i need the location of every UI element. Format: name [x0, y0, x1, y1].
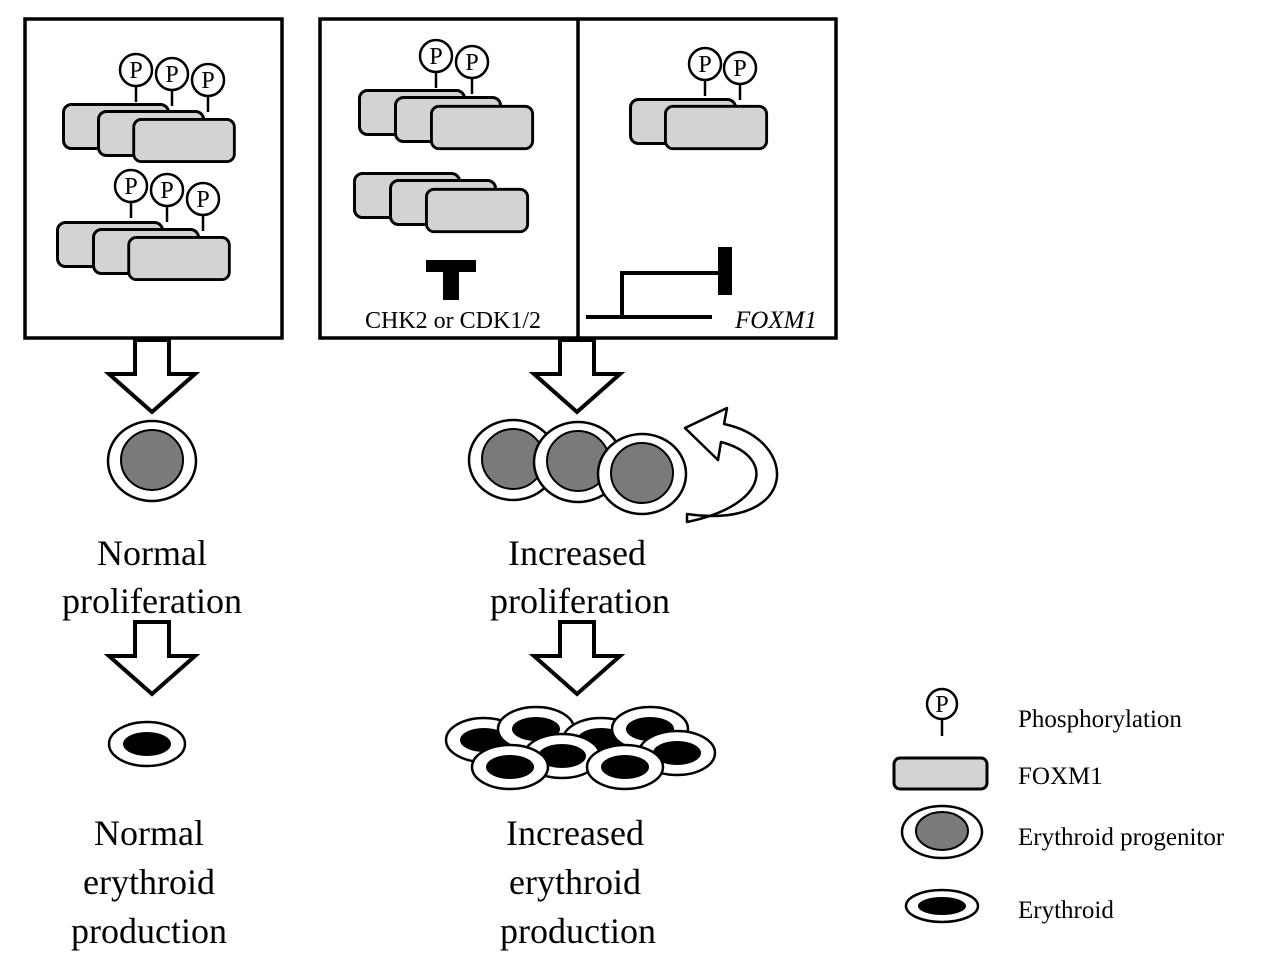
inhibition-icon — [426, 260, 476, 300]
kinase-inhibitor-label: CHK2 or CDK1/2 — [365, 308, 541, 334]
phospho-label: P — [165, 62, 178, 88]
down-arrow-icon — [532, 338, 622, 414]
down-arrow-icon — [107, 338, 197, 414]
phospho-label: P — [124, 174, 137, 200]
normal-proliferation-label-line2: proliferation — [62, 581, 242, 621]
phospho-group-right: P P — [687, 46, 758, 102]
phospho-label: P — [733, 56, 746, 82]
normal-production-label-line2: erythroid — [83, 862, 215, 902]
erythroid-cluster — [444, 705, 717, 791]
normal-proliferation-label-line1: Normal — [97, 533, 207, 573]
increased-production-label-line1: Increased — [506, 813, 644, 853]
erythroid-progenitor-cell — [106, 419, 198, 503]
legend: P Phosphorylation FOXM1 Erythroid progen… — [892, 687, 1225, 924]
foxm1-stack-lower — [56, 221, 231, 282]
progenitor-cluster — [467, 418, 688, 516]
phospho-group-lower: P P P — [113, 168, 221, 233]
phospho-label: P — [201, 68, 214, 94]
foxm1-stack-upper — [62, 103, 236, 164]
svg-text:P: P — [935, 692, 948, 718]
legend-label: FOXM1 — [1018, 763, 1103, 790]
foxm1-stack-right — [629, 98, 769, 151]
phosphorylation-icon: P — [925, 687, 959, 736]
self-renewal-arrow-icon — [683, 406, 779, 524]
phospho-label: P — [429, 44, 442, 70]
legend-label: Erythroid progenitor — [1018, 824, 1225, 851]
erythroid-icon — [904, 888, 980, 924]
phospho-label: P — [129, 58, 142, 84]
erythroid-cell — [107, 720, 187, 768]
gene-promoter-icon — [586, 247, 732, 319]
foxm1-icon — [892, 756, 989, 791]
normal-production-label-line3: production — [71, 911, 227, 951]
erythroid-progenitor-icon — [900, 804, 984, 860]
normal-foxm1-panel — [23, 17, 284, 340]
phospho-label: P — [465, 50, 478, 76]
foxm1-stack-middle-upper — [358, 89, 535, 151]
down-arrow-icon — [532, 620, 622, 696]
increased-proliferation-label-line2: proliferation — [490, 581, 670, 621]
foxm1-stack-middle-lower — [353, 172, 530, 234]
phospho-label: P — [698, 52, 711, 78]
increased-proliferation-label-line1: Increased — [508, 533, 646, 573]
increased-production-label-line3: production — [500, 911, 656, 951]
normal-production-label-line1: Normal — [94, 813, 204, 853]
phospho-group-middle: P P — [418, 38, 490, 96]
phospho-group-upper: P P P — [118, 52, 226, 114]
legend-label: Phosphorylation — [1018, 706, 1182, 733]
phospho-label: P — [196, 187, 209, 213]
down-arrow-icon — [107, 620, 197, 696]
phospho-label: P — [160, 178, 173, 204]
legend-label: Erythroid — [1018, 897, 1114, 924]
increased-production-label-line2: erythroid — [509, 862, 641, 902]
foxm1-gene-label: FOXM1 — [734, 307, 817, 334]
